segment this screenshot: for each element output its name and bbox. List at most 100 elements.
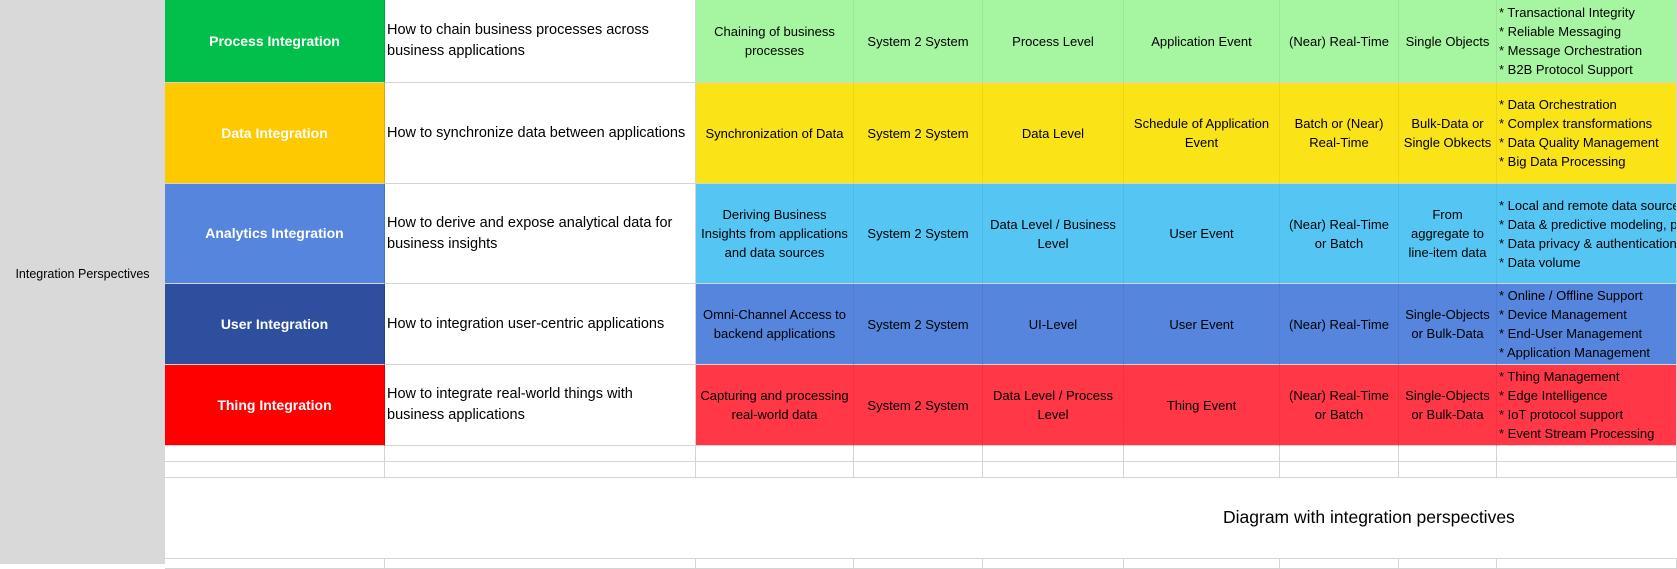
- perspective-attribute-cell[interactable]: User Event: [1124, 184, 1280, 284]
- perspective-attribute-cell[interactable]: User Event: [1124, 284, 1280, 365]
- feature-item: * Application Management: [1499, 345, 1651, 360]
- merged-side-cell[interactable]: Integration Perspectives: [0, 0, 166, 564]
- empty-cell[interactable]: [983, 462, 1124, 478]
- perspective-description-cell[interactable]: How to integrate real-world things with …: [385, 365, 696, 446]
- perspective-attribute-cell[interactable]: Omni-Channel Access to backend applicati…: [696, 284, 854, 365]
- feature-item: * Complex transformations: [1499, 116, 1653, 131]
- perspective-attribute-cell[interactable]: System 2 System: [854, 284, 983, 365]
- perspective-title-cell[interactable]: User Integration: [165, 284, 385, 365]
- empty-row: [165, 462, 1677, 478]
- empty-cell[interactable]: [385, 446, 696, 462]
- perspective-title-cell[interactable]: Thing Integration: [165, 365, 385, 446]
- empty-cell[interactable]: [1399, 446, 1497, 462]
- empty-row: [165, 559, 1677, 569]
- perspective-attribute-cell[interactable]: (Near) Real-Time or Batch: [1280, 184, 1399, 284]
- perspective-attribute-cell[interactable]: Synchronization of Data: [696, 83, 854, 184]
- perspective-attribute-cell[interactable]: (Near) Real-Time or Batch: [1280, 365, 1399, 446]
- perspective-attribute-cell[interactable]: System 2 System: [854, 83, 983, 184]
- perspective-attribute-cell[interactable]: Single Objects: [1399, 0, 1497, 83]
- perspective-description-cell[interactable]: How to synchronize data between applicat…: [385, 83, 696, 184]
- empty-cell[interactable]: [696, 446, 854, 462]
- empty-cell[interactable]: [983, 446, 1124, 462]
- perspective-attribute-cell[interactable]: System 2 System: [854, 184, 983, 284]
- empty-cell[interactable]: [1124, 559, 1280, 569]
- feature-item: * Event Stream Processing: [1499, 426, 1655, 441]
- perspective-title-cell[interactable]: Process Integration: [165, 0, 385, 83]
- feature-item: * Online / Offline Support: [1499, 288, 1643, 303]
- empty-cell[interactable]: [1280, 446, 1399, 462]
- empty-cell[interactable]: [696, 559, 854, 569]
- perspective-attribute-cell[interactable]: Capturing and processing real-world data: [696, 365, 854, 446]
- empty-cell[interactable]: [1497, 446, 1677, 462]
- perspective-attribute-cell[interactable]: From aggregate to line-item data: [1399, 184, 1497, 284]
- feature-item: * Edge Intelligence: [1499, 388, 1608, 403]
- empty-cell[interactable]: [854, 462, 983, 478]
- perspective-attribute-cell[interactable]: Bulk-Data or Single Obkects: [1399, 83, 1497, 184]
- feature-item: * Transactional Integrity: [1499, 5, 1635, 20]
- perspective-description-cell[interactable]: How to chain business processes across b…: [385, 0, 696, 83]
- perspective-attribute-cell[interactable]: Chaining of business processes: [696, 0, 854, 83]
- empty-cell[interactable]: [1124, 446, 1280, 462]
- empty-cell[interactable]: [1280, 462, 1399, 478]
- perspective-attribute-cell[interactable]: Data Level: [983, 83, 1124, 184]
- empty-cell[interactable]: [854, 446, 983, 462]
- feature-item: * End-User Management: [1499, 326, 1643, 341]
- empty-cell[interactable]: [1399, 462, 1497, 478]
- feature-item: * Big Data Processing: [1499, 154, 1626, 169]
- perspective-attribute-cell[interactable]: Schedule of Application Event: [1124, 83, 1280, 184]
- perspective-title-cell[interactable]: Analytics Integration: [165, 184, 385, 284]
- empty-cell[interactable]: [983, 559, 1124, 569]
- diagram-caption: Diagram with integration perspectives: [1223, 507, 1515, 527]
- perspective-attribute-cell[interactable]: (Near) Real-Time: [1280, 284, 1399, 365]
- perspective-features-cell[interactable]: * Online / Offline Support* Device Manag…: [1497, 284, 1677, 365]
- perspective-description-cell[interactable]: How to integration user-centric applicat…: [385, 284, 696, 365]
- empty-cell[interactable]: [854, 559, 983, 569]
- perspective-attribute-cell[interactable]: Data Level / Process Level: [983, 365, 1124, 446]
- empty-cell[interactable]: [1124, 462, 1280, 478]
- perspective-attribute-cell[interactable]: Thing Event: [1124, 365, 1280, 446]
- empty-row: [165, 446, 1677, 462]
- feature-item: * Reliable Messaging: [1499, 24, 1622, 39]
- features-list: * Thing Management* Edge Intelligence* I…: [1499, 367, 1676, 443]
- perspective-attribute-cell[interactable]: Deriving Business Insights from applicat…: [696, 184, 854, 284]
- features-list: * Transactional Integrity * Reliable Mess…: [1499, 3, 1676, 79]
- perspective-title-cell[interactable]: Data Integration: [165, 83, 385, 184]
- empty-cell[interactable]: [165, 559, 385, 569]
- perspective-attribute-cell[interactable]: Single-Objects or Bulk-Data: [1399, 284, 1497, 365]
- features-list: * Data Orchestration* Complex transforma…: [1499, 95, 1676, 171]
- perspective-features-cell[interactable]: * Transactional Integrity * Reliable Mess…: [1497, 0, 1677, 83]
- features-list: * Local and remote data sources* Data & …: [1499, 196, 1676, 272]
- empty-cell[interactable]: [1280, 559, 1399, 569]
- empty-cell[interactable]: [1497, 559, 1677, 569]
- empty-cell[interactable]: [1399, 559, 1497, 569]
- feature-item: * Local and remote data sources: [1499, 197, 1677, 213]
- empty-cell[interactable]: [385, 559, 696, 569]
- perspective-attribute-cell[interactable]: (Near) Real-Time: [1280, 0, 1399, 83]
- perspective-description-cell[interactable]: How to derive and expose analytical data…: [385, 184, 696, 284]
- empty-cell[interactable]: [165, 462, 385, 478]
- feature-item: * IoT protocol support: [1499, 407, 1624, 422]
- perspective-attribute-cell[interactable]: Process Level: [983, 0, 1124, 83]
- feature-item: * Data privacy & authentication: [1499, 235, 1677, 251]
- perspective-attribute-cell[interactable]: Single-Objects or Bulk-Data: [1399, 365, 1497, 446]
- perspective-attribute-cell[interactable]: System 2 System: [854, 0, 983, 83]
- empty-cell[interactable]: [1497, 462, 1677, 478]
- perspective-features-cell[interactable]: * Thing Management* Edge Intelligence* I…: [1497, 365, 1677, 446]
- perspective-attribute-cell[interactable]: Batch or (Near) Real-Time: [1280, 83, 1399, 184]
- empty-cell[interactable]: [385, 462, 696, 478]
- empty-cell[interactable]: [165, 446, 385, 462]
- empty-cell[interactable]: [696, 462, 854, 478]
- perspective-attribute-cell[interactable]: Data Level / Business Level: [983, 184, 1124, 284]
- perspective-features-cell[interactable]: * Data Orchestration* Complex transforma…: [1497, 83, 1677, 184]
- perspective-attribute-cell[interactable]: System 2 System: [854, 365, 983, 446]
- perspective-attribute-cell[interactable]: Application Event: [1124, 0, 1280, 83]
- perspective-features-cell[interactable]: * Local and remote data sources* Data & …: [1497, 184, 1677, 284]
- merged-caption-cell[interactable]: [165, 478, 1677, 559]
- perspective-attribute-cell[interactable]: UI-Level: [983, 284, 1124, 365]
